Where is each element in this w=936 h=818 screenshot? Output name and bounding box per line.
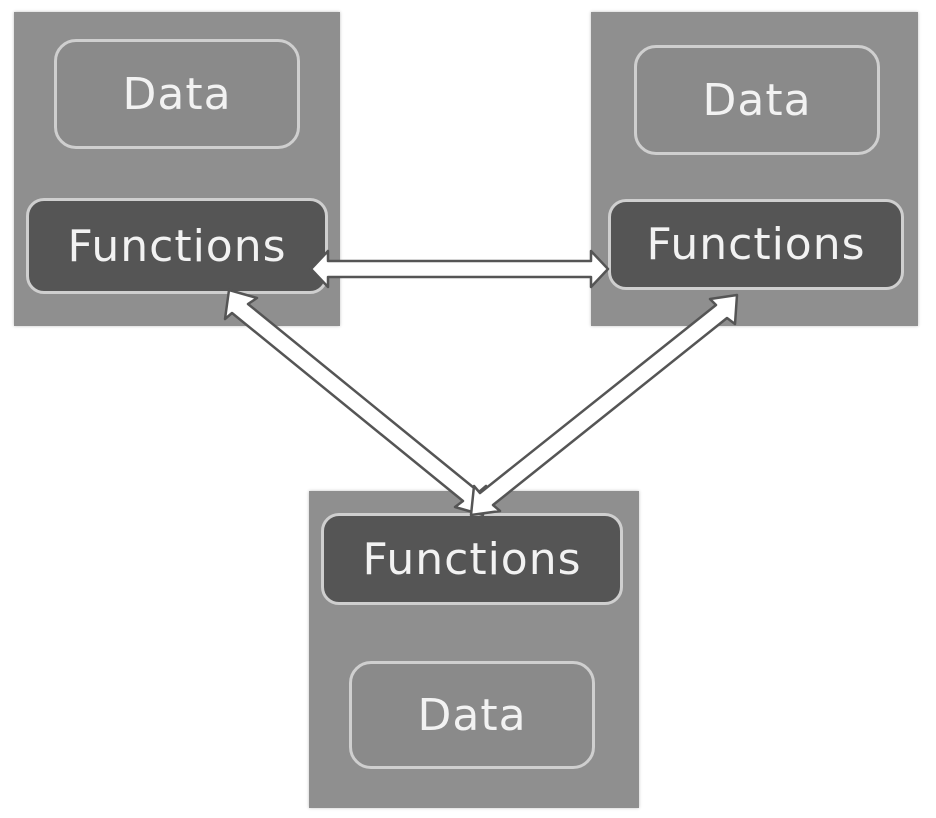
horizontal-double-arrow [309,249,610,289]
functions-label: Functions [362,533,582,585]
object-top-right: Data Functions [591,12,918,326]
functions-block: Functions [26,198,328,294]
data-label: Data [702,74,812,126]
functions-block: Functions [321,513,623,605]
object-bottom: Functions Data [309,491,639,808]
data-label: Data [122,68,232,120]
data-block: Data [54,39,300,149]
object-top-left: Data Functions [14,12,340,326]
functions-label: Functions [67,220,287,272]
functions-block: Functions [608,199,904,290]
functions-label: Functions [646,219,866,270]
data-block: Data [634,45,880,155]
right-diagonal-double-arrow [469,293,739,517]
data-label: Data [417,689,527,741]
data-block: Data [349,661,595,769]
